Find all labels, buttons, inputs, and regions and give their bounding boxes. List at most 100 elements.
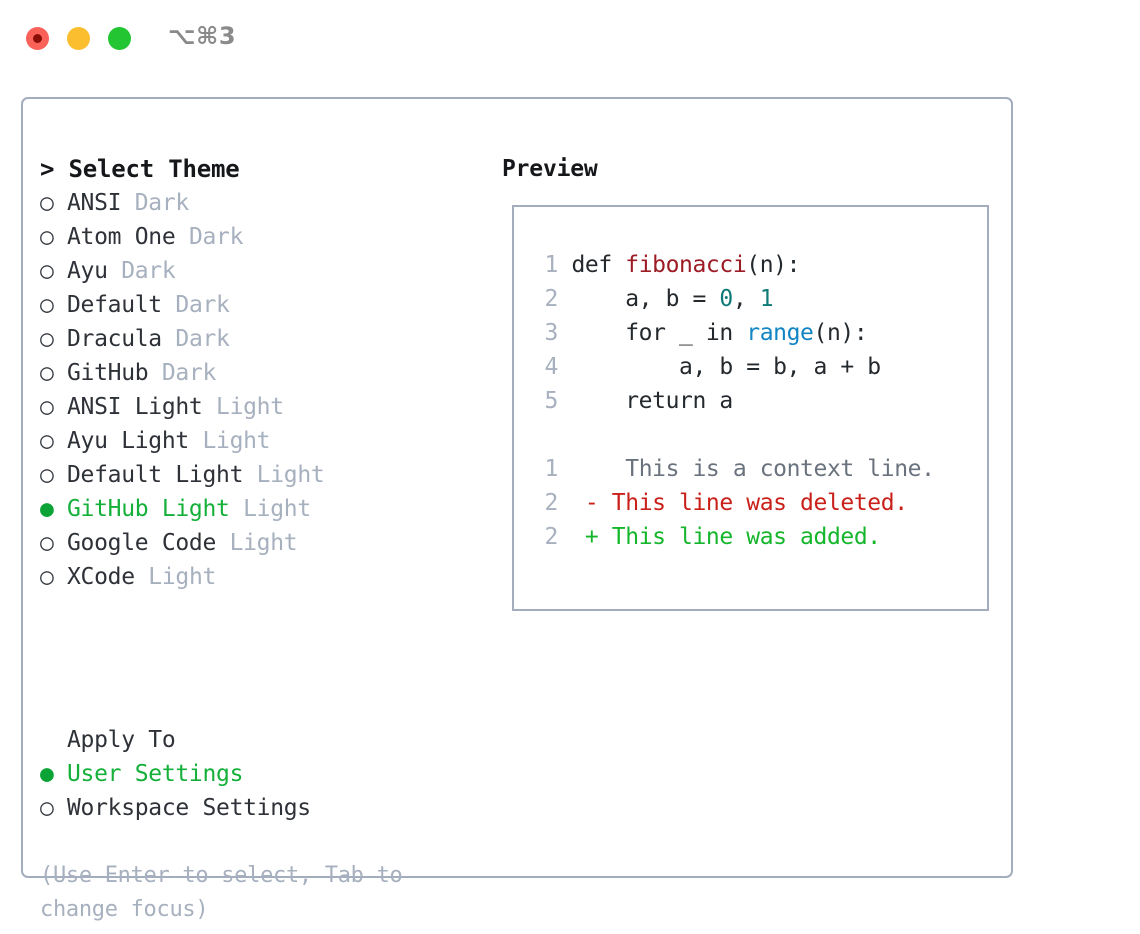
code-line: 3 for _ in range(n): [534, 316, 935, 350]
theme-name: GitHub Light [67, 496, 230, 522]
theme-name: Atom One [67, 224, 176, 250]
theme-list-item[interactable]: ○Google Code Light [40, 526, 490, 560]
theme-list-item[interactable]: ○ XCode Light [40, 560, 490, 594]
code-token: (n): [746, 252, 801, 278]
code-token: 1 [759, 286, 774, 312]
diff-line: 2 - This line was deleted. [534, 486, 935, 520]
code-line: 4 a, b = b, a + b [534, 350, 935, 384]
diff-text: This is a context line. [611, 456, 935, 482]
code-token: fibonacci [625, 252, 747, 278]
theme-list-item[interactable]: ○ GitHub Dark [40, 356, 490, 390]
diff-line: 2 + This line was added. [534, 520, 935, 554]
theme-list-item[interactable]: ○ Ayu Dark [40, 254, 490, 288]
code-line: 1 def fibonacci(n): [534, 248, 935, 282]
theme-name: Ayu Light [67, 428, 189, 454]
theme-kind-badge: Dark [175, 224, 244, 250]
theme-name: ANSI Light [67, 394, 203, 420]
apply-to-label: User Settings [67, 761, 244, 787]
theme-name: Default Light [67, 462, 244, 488]
theme-list-item[interactable]: ○ Dracula Dark [40, 322, 490, 356]
diff-marker: - [558, 490, 612, 516]
theme-kind-badge: Light [243, 462, 325, 488]
theme-kind-badge: Light [134, 564, 217, 590]
radio-unselected-icon[interactable]: ○ [40, 224, 54, 250]
line-number: 2 [544, 286, 559, 312]
radio-unselected-icon[interactable]: ○ [40, 190, 54, 216]
theme-list: ○ ANSI Dark ○ Atom One Dark ○ Ayu Dark ○ Defaul… [40, 186, 490, 594]
minimize-window-button[interactable] [67, 27, 90, 50]
theme-list-item[interactable]: ○ Default Light Light [40, 458, 490, 492]
apply-to-heading: Apply To [67, 727, 176, 753]
window-titlebar: ⌥⌘3 [0, 0, 1140, 78]
theme-kind-badge: Dark [161, 326, 230, 352]
theme-name: Ayu [67, 258, 108, 284]
theme-list-item[interactable]: ○ ANSI Light Light [40, 390, 490, 424]
code-token: range [746, 320, 814, 346]
apply-to-option[interactable]: ○ Workspace Settings [40, 791, 490, 825]
code-token: return a [558, 388, 733, 414]
radio-unselected-icon[interactable]: ○ [40, 428, 54, 454]
radio-unselected-icon[interactable]: ○ [40, 564, 54, 590]
line-number: 2 [544, 524, 559, 550]
code-token: 0 [719, 286, 733, 312]
preview-section: Preview [502, 152, 992, 186]
theme-kind-badge: Dark [107, 258, 176, 284]
diff-marker [558, 456, 612, 482]
theme-list-item[interactable]: ○ Default Dark [40, 288, 490, 322]
radio-unselected-icon[interactable]: ○ [40, 462, 54, 488]
preview-heading: Preview [502, 156, 598, 182]
theme-name: XCode [67, 564, 135, 590]
apply-to-list: ● User Settings ○ Workspace Settings [40, 757, 490, 825]
radio-unselected-icon[interactable]: ○ [40, 292, 54, 318]
radio-selected-icon[interactable]: ● [40, 761, 54, 787]
radio-unselected-icon[interactable]: ○ [40, 530, 54, 556]
line-number: 3 [544, 320, 559, 346]
radio-unselected-icon[interactable]: ○ [40, 394, 54, 420]
radio-unselected-icon[interactable]: ○ [40, 360, 54, 386]
code-token: a, b = b, a + b [558, 354, 881, 380]
line-number: 1 [544, 456, 559, 482]
line-number: 2 [544, 490, 559, 516]
radio-unselected-icon[interactable]: ○ [40, 258, 54, 284]
diff-text: This line was deleted. [611, 490, 908, 516]
code-line: 2 a, b = 0, 1 [534, 282, 935, 316]
radio-unselected-icon[interactable]: ○ [40, 326, 54, 352]
apply-to-group: Apply To ● User Settings ○ Workspace Settin… [40, 723, 490, 825]
diff-marker: + [558, 524, 612, 550]
line-number: 4 [544, 354, 559, 380]
theme-kind-badge: Light [188, 428, 271, 454]
theme-name: Default [67, 292, 162, 318]
theme-selector-heading: > Select Theme [40, 155, 240, 183]
code-token: def [558, 252, 626, 278]
theme-selector: > Select Theme ○ANSI Dark○Atom One Dark○… [40, 152, 490, 594]
diff-text: This line was added. [611, 524, 881, 550]
diff-line: 1 This is a context line. [534, 452, 935, 486]
recording-indicator-icon [33, 34, 42, 43]
theme-kind-badge: Light [202, 394, 284, 420]
window-title: ⌥⌘3 [168, 22, 237, 50]
theme-name: Google Code [67, 530, 217, 556]
theme-list-item[interactable]: ○ Atom One Dark [40, 220, 490, 254]
code-token: (n): [813, 320, 868, 346]
theme-list-item[interactable]: ● GitHub Light Light [40, 492, 490, 526]
theme-list-item[interactable]: ○ ANSI Dark [40, 186, 490, 220]
theme-kind-badge: Light [229, 496, 311, 522]
theme-kind-badge: Dark [121, 190, 190, 216]
code-blank-line [534, 418, 935, 452]
theme-kind-badge: Dark [148, 360, 217, 386]
radio-selected-icon[interactable]: ● [40, 496, 54, 522]
apply-to-label: Workspace Settings [67, 795, 311, 821]
line-number: 5 [544, 388, 559, 414]
theme-name: Dracula [67, 326, 162, 352]
apply-to-option[interactable]: ● User Settings [40, 757, 490, 791]
theme-list-item[interactable]: ○ Ayu Light Light [40, 424, 490, 458]
maximize-window-button[interactable] [108, 27, 131, 50]
code-token: , [732, 286, 760, 312]
theme-name: GitHub [67, 360, 149, 386]
radio-unselected-icon[interactable]: ○ [40, 795, 54, 821]
theme-name: ANSI [67, 190, 122, 216]
code-token: for _ in [558, 320, 747, 346]
theme-kind-badge: Dark [161, 292, 230, 318]
